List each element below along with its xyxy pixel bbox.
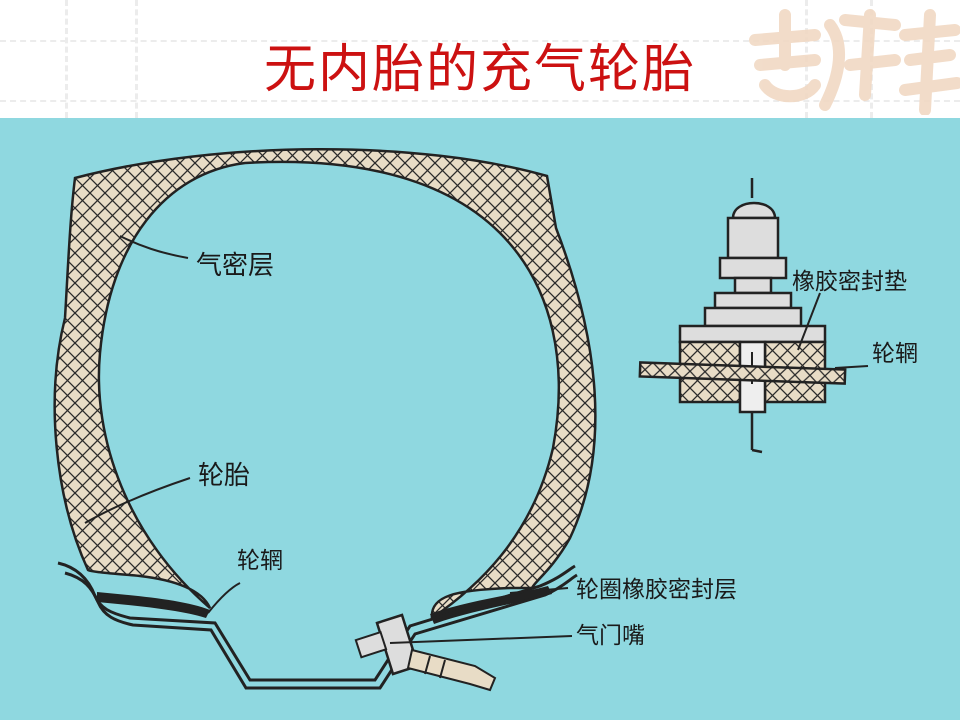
tire-section — [53, 148, 597, 621]
right-bead — [430, 586, 552, 624]
background-line — [0, 40, 960, 42]
label-rim-seal: 轮圈橡胶密封层 — [576, 577, 737, 603]
label-inner-liner: 气密层 — [196, 251, 275, 281]
rim-inner — [64, 571, 578, 690]
label-tire: 轮胎 — [198, 461, 251, 491]
background-line — [135, 0, 138, 118]
tire-diagram — [0, 118, 960, 720]
background-line — [0, 100, 960, 102]
label-rim-detail: 轮辋 — [872, 341, 918, 367]
watermark-logo — [749, 9, 960, 115]
leader-lines — [84, 235, 869, 644]
valve-detail — [638, 178, 847, 454]
label-rim-main: 轮辋 — [237, 548, 283, 574]
left-bead — [97, 592, 210, 618]
slide-title: 无内胎的充气轮胎 — [263, 40, 696, 100]
valve-stem — [354, 613, 497, 692]
rim — [57, 561, 576, 682]
background-line — [65, 0, 68, 118]
label-rubber-gasket: 橡胶密封垫 — [792, 269, 907, 295]
label-valve: 气门嘴 — [576, 623, 645, 649]
